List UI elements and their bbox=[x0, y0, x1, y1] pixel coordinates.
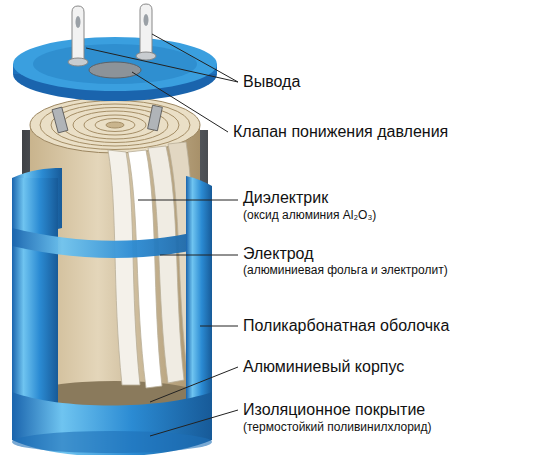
leader-lines bbox=[86, 34, 238, 436]
part-note: (термостойкий поливинилхлорид) bbox=[242, 420, 433, 434]
part-label: Электрод bbox=[242, 245, 315, 263]
part-label: Поликарбонатная оболочка bbox=[242, 317, 450, 335]
part-note: (алюминиевая фольга и электролит) bbox=[242, 263, 449, 277]
insulation-sleeve bbox=[12, 168, 212, 455]
part-label: Вывода bbox=[242, 73, 301, 91]
dielectric-sheets bbox=[108, 142, 198, 388]
part-label: Диэлектрик bbox=[242, 189, 329, 207]
part-label: Клапан понижения давления bbox=[232, 123, 449, 141]
part-note: (оксид алюминия Al₂O₃) bbox=[242, 208, 377, 222]
part-label: Алюминиевый корпус bbox=[242, 358, 405, 376]
terminals bbox=[68, 4, 156, 66]
top-cap bbox=[13, 37, 217, 101]
part-label: Изоляционное покрытие bbox=[242, 401, 426, 419]
pressure-valve bbox=[89, 62, 141, 78]
